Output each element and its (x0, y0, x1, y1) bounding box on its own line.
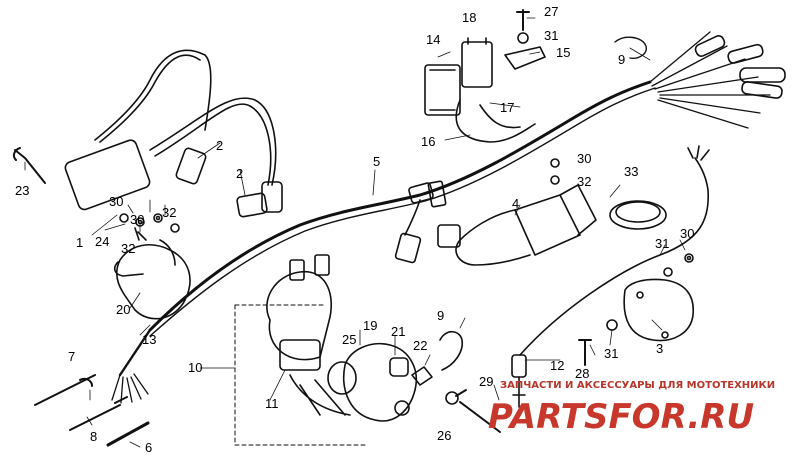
part-label-p2b: 2 (236, 166, 243, 181)
part-label-p26: 26 (437, 428, 451, 443)
band-strap (609, 200, 667, 230)
sensor (511, 354, 527, 378)
part-label-p12: 12 (550, 358, 564, 373)
part-label-p32a: 32 (577, 174, 591, 189)
part-label-p13: 13 (142, 332, 156, 347)
part-label-p9b: 9 (437, 308, 444, 323)
rectifier (461, 41, 493, 88)
part-label-p1: 1 (76, 235, 83, 250)
part-number-labels: 1223456789910111213141516171819202122232… (15, 4, 694, 455)
part-label-p24: 24 (95, 234, 109, 249)
spark-plug-cap-b (236, 192, 268, 218)
part-label-p31a: 31 (544, 28, 558, 43)
part-label-p32c: 32 (121, 241, 135, 256)
part-label-p21: 21 (391, 324, 405, 339)
side-cover (623, 278, 694, 342)
part-label-p30c: 30 (109, 194, 123, 209)
watermark-logo: PARTSFOR.RU (488, 397, 754, 437)
part-label-p30d: 30 (130, 212, 144, 227)
regulator (424, 64, 461, 116)
part-label-p11: 11 (265, 396, 279, 411)
part-label-p28: 28 (575, 366, 589, 381)
part-label-p14: 14 (426, 32, 440, 47)
part-label-p31c: 31 (604, 346, 618, 361)
pulse-generator (266, 271, 332, 361)
watermark: ЗАПЧАСТИ И АКСЕССУАРЫ ДЛЯ МОТОТЕХНИКИ PA… (488, 380, 775, 437)
main-wire-harness (148, 80, 652, 332)
part-label-p29: 29 (479, 374, 493, 389)
part-label-p25: 25 (342, 332, 356, 347)
part-label-p32b: 32 (162, 205, 176, 220)
part-label-p31b: 31 (655, 236, 669, 251)
base-plate (343, 343, 417, 422)
part-label-p6: 6 (145, 440, 152, 455)
part-label-p7: 7 (68, 349, 75, 364)
part-label-p17: 17 (500, 100, 514, 115)
part-label-p5: 5 (373, 154, 380, 169)
part-label-p4: 4 (512, 196, 519, 211)
part-label-p16: 16 (421, 134, 435, 149)
cdi-unit (514, 194, 581, 256)
part-label-p8: 8 (90, 429, 97, 444)
part-label-p19: 19 (363, 318, 377, 333)
part-label-p3: 3 (656, 341, 663, 356)
part-label-p15: 15 (556, 45, 570, 60)
part-label-p33: 33 (624, 164, 638, 179)
part-label-p2a: 2 (216, 138, 223, 153)
part-label-p22: 22 (413, 338, 427, 353)
part-label-p9a: 9 (618, 52, 625, 67)
watermark-tagline: ЗАПЧАСТИ И АКСЕССУАРЫ ДЛЯ МОТОТЕХНИКИ (500, 380, 775, 391)
bracket-15 (504, 46, 546, 70)
ignition-coil (64, 139, 151, 211)
o-ring (327, 361, 357, 395)
part-label-p23: 23 (15, 183, 29, 198)
part-label-p10: 10 (188, 360, 202, 375)
part-label-p18: 18 (462, 10, 476, 25)
part-label-p20: 20 (116, 302, 130, 317)
part-label-p30a: 30 (577, 151, 591, 166)
spark-plug-cap-a (175, 147, 207, 185)
part-label-p30b: 30 (680, 226, 694, 241)
part-label-p27: 27 (544, 4, 558, 19)
bracket (115, 244, 191, 320)
